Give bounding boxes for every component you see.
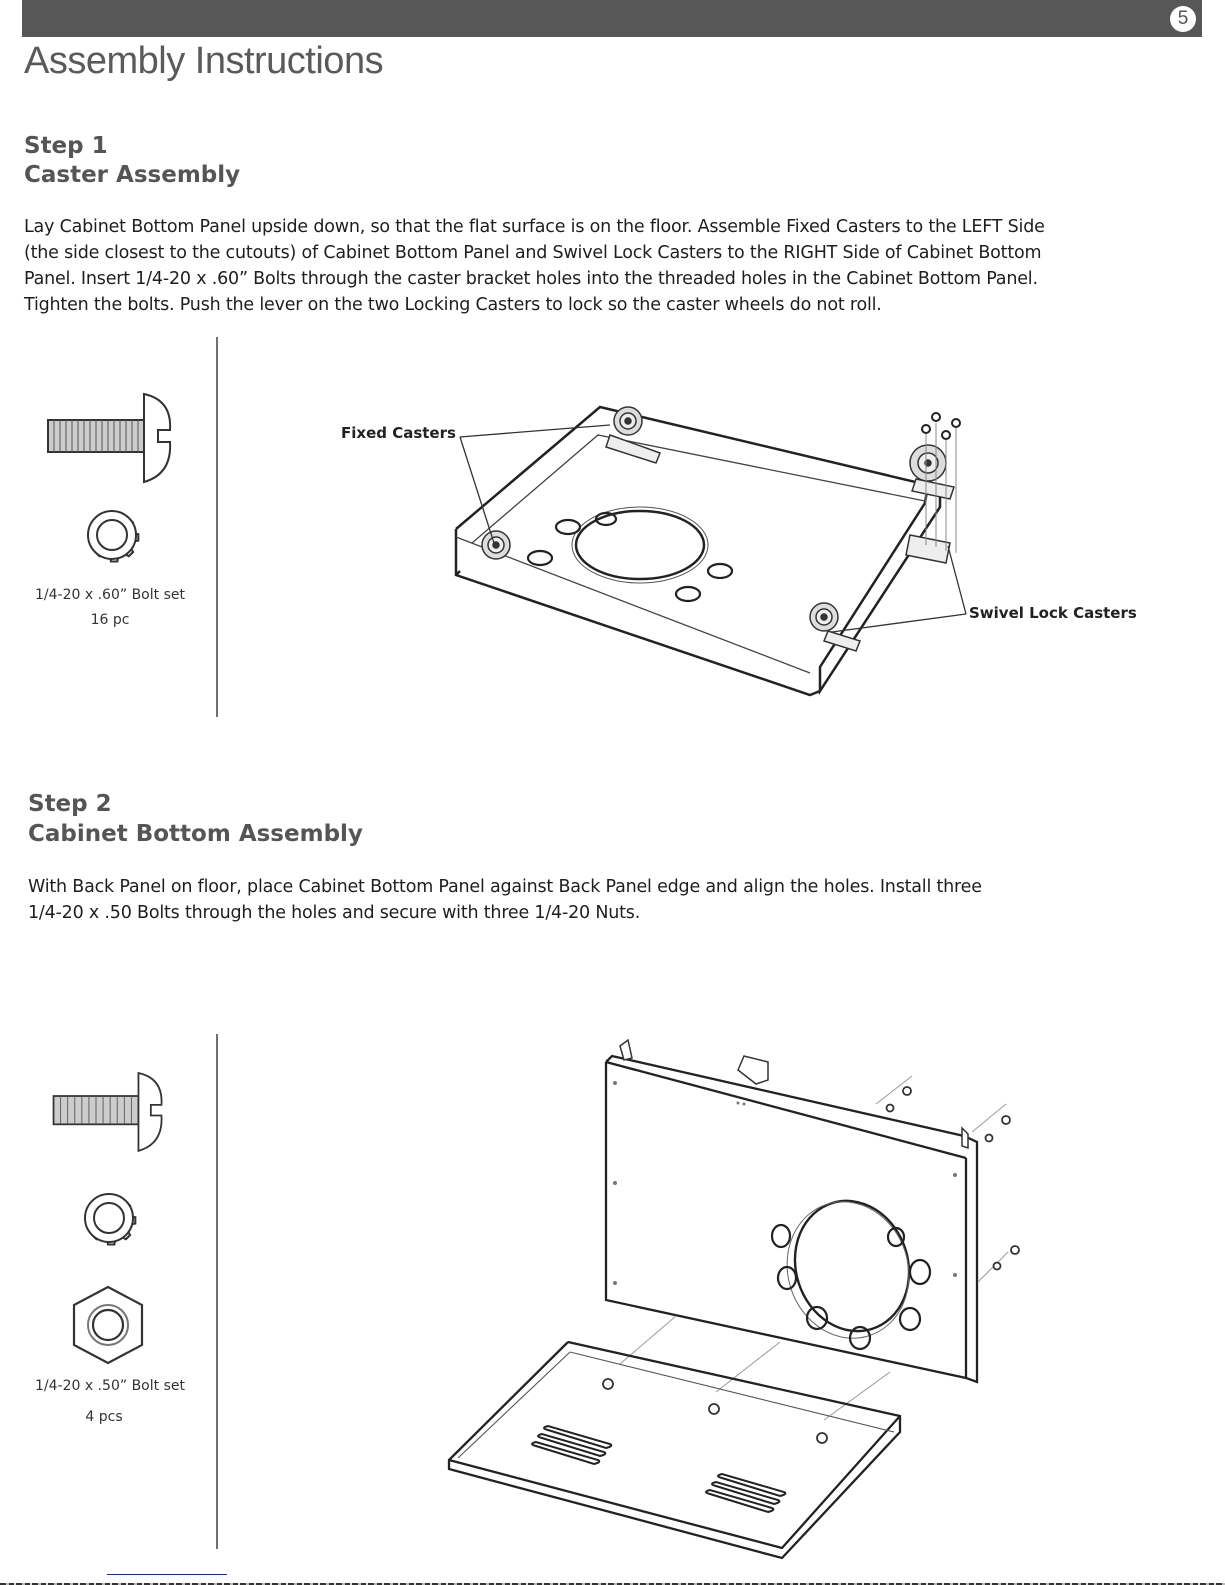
step-1-title: Caster Assembly: [24, 162, 241, 188]
step-1-body-line-2: (the side closest to the cutouts) of Cab…: [24, 243, 1042, 263]
lock-washer-icon: [84, 1193, 137, 1246]
step-1-body-line-4: Tighten the bolts. Push the lever on the…: [24, 295, 882, 315]
step-2-label: Step 2: [28, 791, 112, 817]
lock-washer-icon: [87, 510, 140, 563]
header-bar: 5: [22, 0, 1202, 37]
bottom-edge-strip: [0, 1583, 1225, 1585]
step-2-body-line-2: 1/4-20 x .50 Bolts through the holes and…: [28, 903, 641, 923]
step-1-parts-label: 1/4-20 x .60” Bolt set: [35, 587, 185, 603]
step-2-body-line-1: With Back Panel on floor, place Cabinet …: [28, 877, 982, 897]
page-title: Assembly Instructions: [24, 40, 384, 82]
bolt-icon: [52, 1071, 163, 1153]
step-2-parts-label: 1/4-20 x .50” Bolt set: [35, 1378, 185, 1394]
bottom-link-underline: [107, 1574, 227, 1575]
hex-nut-icon: [72, 1285, 144, 1365]
bolt-icon: [47, 392, 172, 484]
fixed-casters-callout: Fixed Casters: [341, 424, 456, 442]
step-1-label: Step 1: [24, 133, 108, 159]
page-number-badge: 5: [1170, 6, 1196, 32]
caster-assembly-diagram: [454, 405, 961, 697]
step-1-body-line-3: Panel. Insert 1/4-20 x .60” Bolts throug…: [24, 269, 1038, 289]
step-1-parts-quantity: 16 pc: [90, 612, 130, 628]
step-2-title: Cabinet Bottom Assembly: [28, 821, 363, 847]
step-2-parts-quantity: 4 pcs: [85, 1409, 123, 1425]
swivel-lock-casters-callout: Swivel Lock Casters: [969, 604, 1137, 622]
step-1-body-line-1: Lay Cabinet Bottom Panel upside down, so…: [24, 217, 1045, 237]
step-1-divider: [216, 337, 218, 717]
step-2-divider: [216, 1034, 218, 1549]
